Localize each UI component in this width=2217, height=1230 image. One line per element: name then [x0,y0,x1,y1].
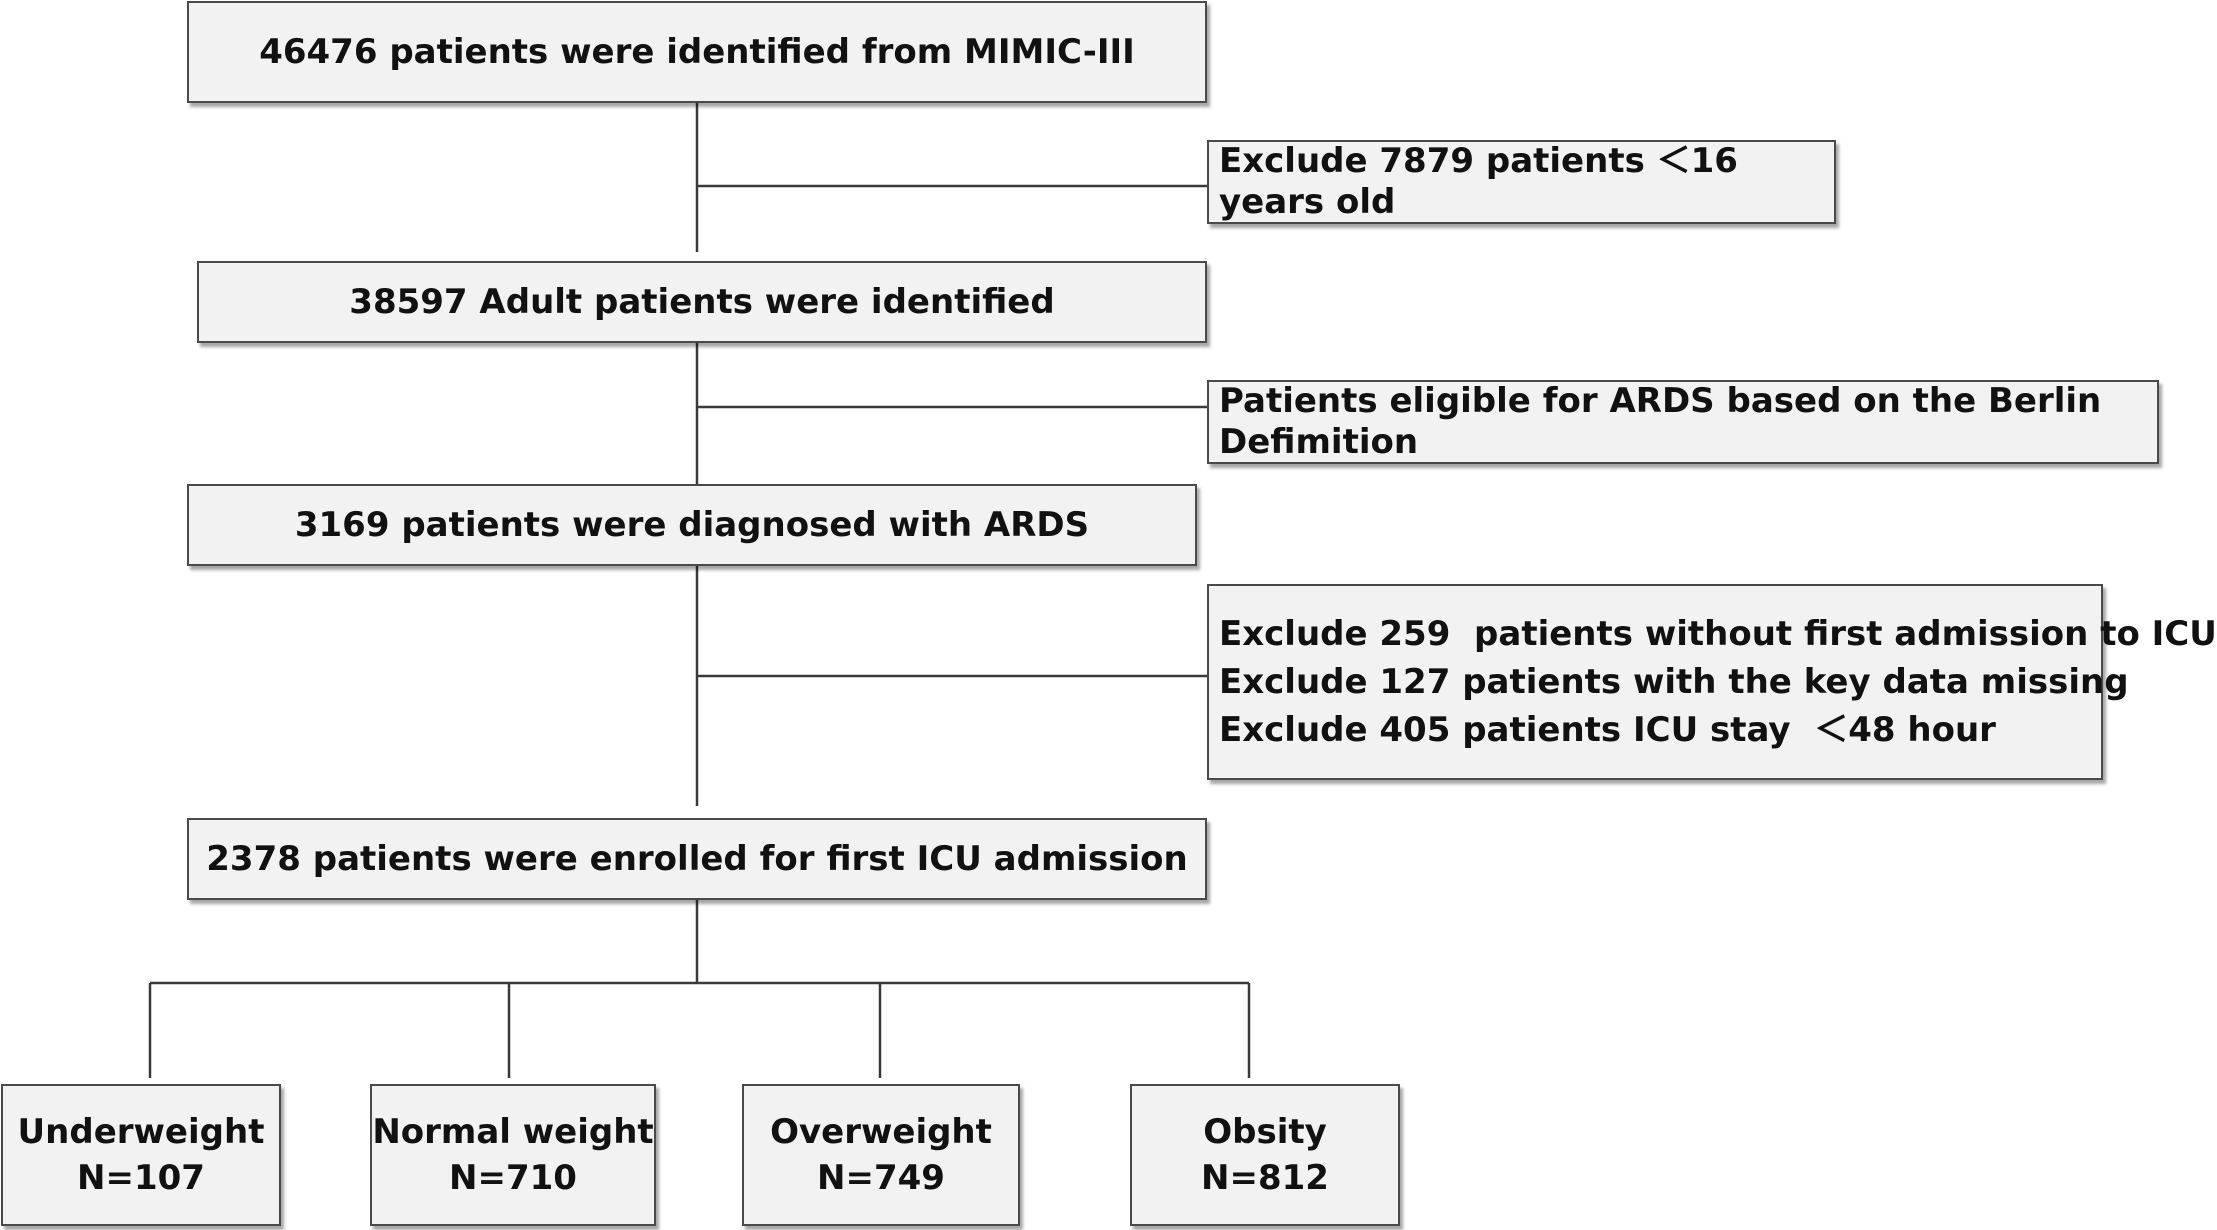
eligible-text: Patients eligible for ARDS based on the … [1219,381,2102,462]
exclusion-line-1: Exclude 259 patients without first admis… [1219,614,2217,654]
group-normal-weight-label: Normal weight [372,1112,654,1152]
exclusion-line-3: Exclude 405 patients ICU stay ＜48 hour [1219,710,1996,750]
group-overweight-box: Overweight N=749 [742,1084,1020,1226]
exclusion-line-2: Exclude 127 patients with the key data m… [1219,662,2129,702]
identified-box: 46476 patients were identified from MIMI… [187,1,1207,103]
connector-lines [148,103,1251,1078]
group-obesity-box: Obsity N=812 [1130,1084,1400,1226]
group-overweight-count: N=749 [817,1158,945,1198]
identified-text: 46476 patients were identified from MIMI… [259,31,1135,72]
exclusions-box: Exclude 259 patients without first admis… [1207,584,2217,780]
enrolled-text: 2378 patients were enrolled for first IC… [206,838,1188,879]
group-underweight-label: Underweight [17,1112,265,1152]
group-obesity-count: N=812 [1201,1158,1329,1198]
group-normal-weight-count: N=710 [449,1158,577,1198]
adults-text: 38597 Adult patients were identified [349,281,1055,322]
ards-text: 3169 patients were diagnosed with ARDS [294,504,1090,545]
enrolled-box: 2378 patients were enrolled for first IC… [187,818,1207,900]
group-overweight-label: Overweight [770,1112,992,1152]
adults-box: 38597 Adult patients were identified [197,261,1207,343]
group-normal-weight-box: Normal weight N=710 [370,1084,656,1226]
ards-box: 3169 patients were diagnosed with ARDS [187,484,1197,566]
exclude-age-text: Exclude 7879 patients ＜16 years old [1219,141,1738,222]
group-underweight-box: Underweight N=107 [1,1084,281,1226]
group-obesity-label: Obsity [1203,1112,1327,1152]
group-underweight-count: N=107 [77,1158,205,1198]
eligible-box: Patients eligible for ARDS based on the … [1207,380,2159,464]
exclude-age-box: Exclude 7879 patients ＜16 years old [1207,140,1836,224]
